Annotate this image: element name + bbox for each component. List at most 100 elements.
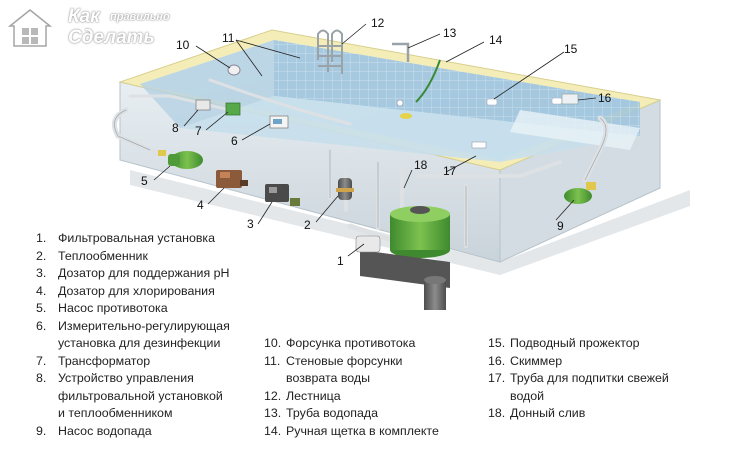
legend-item-line: Донный слив (510, 406, 586, 420)
legend-item: 11. Стеновые форсунки возврата воды (264, 353, 474, 388)
legend-item-number: 9. (36, 423, 47, 438)
legend-item-text: Трансформатор (58, 353, 266, 371)
legend-item-text: Стеновые форсунки возврата воды (286, 353, 474, 388)
legend-item-number: 2. (36, 248, 47, 263)
legend-item-line: Подводный прожектор (510, 336, 640, 350)
legend-item: 17. Труба для подпитки свежей водой (488, 370, 718, 405)
legend-item-line: Труба для подпитки свежей (510, 371, 669, 385)
legend-item-text: Фильтровальная установка (58, 230, 266, 248)
callout-7: 7 (195, 124, 202, 138)
legend-item-number: 18. (488, 406, 506, 420)
legend-item-line: Ручная щетка в комплекте (286, 423, 439, 438)
legend-item-line: Насос водопада (58, 423, 152, 438)
skimmer-icon (561, 93, 579, 105)
legend-item-line: водой (510, 388, 545, 403)
callout-5: 5 (141, 174, 148, 188)
legend-item-number: 4. (36, 283, 47, 298)
legend-item-number: 13. (264, 406, 282, 420)
site-watermark: Как правильно Сделать (8, 6, 170, 50)
legend-item-text: Скиммер (510, 353, 718, 371)
callout-11: 11 (222, 31, 235, 45)
legend-item-text: Дозатор для поддержания pH (58, 265, 266, 283)
legend-item: 8. Устройство управления фильтровальной ус… (36, 370, 266, 423)
legend-item-line: Насос противотока (58, 301, 168, 315)
legend-item-text: Устройство управления фильтровальной уста… (58, 370, 266, 423)
legend-item: 16. Скиммер (488, 353, 718, 371)
legend-item-line: Фильтровальная установка (58, 231, 215, 245)
transformer-icon (225, 102, 241, 116)
ph-dosing-pump-icon (265, 184, 300, 206)
legend-item-text: Ручная щетка в комплекте (286, 423, 474, 441)
watermark-word-2: правильно (110, 11, 170, 23)
legend-item-text: Труба для подпитки свежей водой (510, 370, 718, 405)
chlorine-dosing-pump-icon (216, 170, 248, 188)
legend-item-line: возврата воды (286, 371, 371, 385)
legend-item: 12. Лестница (264, 388, 474, 406)
legend-item: 4. Дозатор для хлорирования (36, 283, 266, 301)
legend-item-text: Лестница (286, 388, 474, 406)
callout-3: 3 (247, 217, 254, 231)
disinfection-controller-screen (273, 119, 282, 124)
legend-item-line: Труба водопада (286, 406, 379, 420)
callout-13: 13 (443, 26, 457, 40)
control-device-icon (195, 99, 211, 111)
legend-item-line: Стеновые форсунки (286, 353, 403, 368)
legend-item: 5.Насос противотока (36, 300, 266, 318)
ladder-icon (317, 29, 343, 74)
legend-item-line: Трансформатор (58, 353, 151, 368)
callout-15: 15 (564, 42, 578, 56)
legend-item-number: 11. (264, 353, 281, 368)
legend-item-number: 17. (488, 371, 506, 385)
legend-item-text: Теплообменник (58, 248, 266, 266)
pool-floor (180, 96, 640, 162)
legend-item: 18. Донный слив (488, 405, 718, 423)
callout-9: 9 (557, 219, 564, 233)
legend-item-text: Форсунка противотока (286, 335, 474, 353)
legend-item: 3.Дозатор для поддержания pH (36, 265, 266, 283)
callout-17: 17 (443, 164, 457, 178)
bottom-drain-icon (471, 141, 487, 149)
legend-item: 7. Трансформатор (36, 353, 266, 371)
legend-item-line: Дозатор для хлорирования (58, 283, 215, 298)
legend-item-line: Устройство управления (58, 371, 194, 385)
legend-item-text: Дозатор для хлорирования (58, 283, 266, 301)
pipe-outline (114, 109, 607, 246)
legend-item-line: Форсунка противотока (286, 336, 416, 350)
legend-item-line: и теплообменником (58, 406, 173, 420)
legend-item-number: 14. (264, 423, 282, 438)
waterfall-pipe-icon (392, 42, 410, 62)
legend-item-number: 8. (36, 371, 47, 385)
callout-6: 6 (231, 134, 238, 148)
legend-item-number: 12. (264, 388, 282, 403)
legend-item-text: Подводный прожектор (510, 335, 718, 353)
legend-item: 13. Труба водопада (264, 405, 474, 423)
callout-14: 14 (489, 33, 503, 47)
legend-item: 14. Ручная щетка в комплекте (264, 423, 474, 441)
counterflow-pump-icon (158, 150, 203, 169)
callout-1: 1 (337, 254, 344, 268)
legend-item-number: 16. (488, 353, 506, 368)
legend-column-1: 1. Фильтровальная установка 2. Теплообменни… (36, 230, 266, 440)
heat-exchanger-icon (336, 178, 354, 200)
callout-18: 18 (414, 158, 428, 172)
legend-item-text: Донный слив (510, 405, 718, 423)
legend-item-line: Измерительно-регулирующая (58, 318, 230, 333)
callout-16: 16 (598, 91, 612, 105)
legend-item-line: установка для дезинфекции (58, 336, 221, 350)
legend-item-line: фильтровальной установкой (58, 388, 223, 403)
underwater-light-icon (551, 97, 563, 105)
pool-back-wall-tiles (274, 40, 640, 136)
underwater-light-icon (486, 98, 498, 106)
legend-item-number: 1. (36, 231, 47, 245)
legend-item-number: 7. (36, 353, 47, 368)
legend-item: 15.Подводный прожектор (488, 335, 718, 353)
watermark-word-3: Сделать (68, 27, 155, 48)
hand-brush-head (400, 113, 412, 119)
pool-inner-left-wall (140, 40, 274, 128)
legend-item: 9. Насос водопада (36, 423, 266, 441)
legend-item-number: 10. (264, 336, 282, 350)
